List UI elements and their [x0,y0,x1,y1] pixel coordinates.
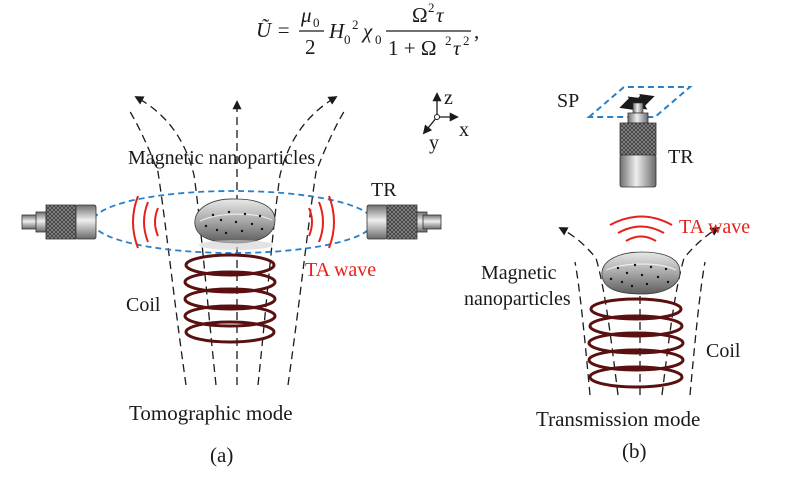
eq-mu-sub: 0 [313,15,320,30]
z-axis-label: z [444,87,453,109]
label-magnetic-b-line2: nanoparticles [464,288,571,310]
eq-h-sub: 0 [344,32,351,47]
eq-tau: τ [436,3,445,27]
eq-lhs: Ũ = [256,18,291,42]
eq-omega: Ω [412,3,428,27]
ta-wave-arcs-a [132,195,335,249]
label-tr-b: TR [668,146,694,168]
eq-chi-sub: 0 [375,32,382,47]
eq-omega-sup: 2 [428,0,435,15]
eq-chi: χ [361,19,373,43]
coil-a [183,253,277,344]
label-coil-a: Coil [126,294,161,316]
label-sp-b: SP [557,90,579,112]
ta-wave-arcs-b [609,215,673,242]
nanoparticle-blob-a [194,198,276,250]
eq-den2-sup: 2 [445,33,452,48]
panel-b: SP TR TA wave Magnetic nanoparticles Coi… [464,86,750,463]
transducer-left [21,204,97,240]
label-tr-a: TR [371,179,397,201]
label-magnetic-nanoparticles-a: Magnetic nanoparticles [128,147,315,169]
transducer-b [619,102,657,188]
eq-mu: μ [300,3,312,27]
nanoparticle-blob-b [601,251,681,295]
x-axis-label: x [459,119,469,141]
label-ta-wave-b: TA wave [679,216,750,238]
mode-label-b: Transmission mode [536,407,700,431]
equation: Ũ = μ 0 2 H 0 2 χ 0 Ω 2 τ 1 + Ω 2 τ 2 , [256,0,479,60]
eq-den2: 1 + Ω [388,36,436,60]
y-axis-arrow [422,116,438,135]
label-coil-b: Coil [706,340,741,362]
eq-comma: , [474,19,479,43]
transducer-right [366,204,442,240]
eq-h: H [328,19,346,43]
label-ta-wave-a: TA wave [305,259,376,281]
y-axis-label: y [429,132,439,154]
axes-indicator: z x y [422,87,469,154]
mode-label-a: Tomographic mode [129,401,293,425]
eq-h-sup: 2 [352,17,359,32]
caption-a: (a) [210,443,233,467]
eq-den2-tau: τ [453,36,462,60]
eq-den2-tau-sup: 2 [463,33,470,48]
caption-b: (b) [622,439,647,463]
panel-a: Magnetic nanoparticles TR TA wave Coil T… [21,96,442,467]
eq-den-2: 2 [305,35,316,59]
field-lines-a [127,96,347,386]
coil-b [587,297,685,389]
label-magnetic-b-line1: Magnetic [481,262,557,284]
